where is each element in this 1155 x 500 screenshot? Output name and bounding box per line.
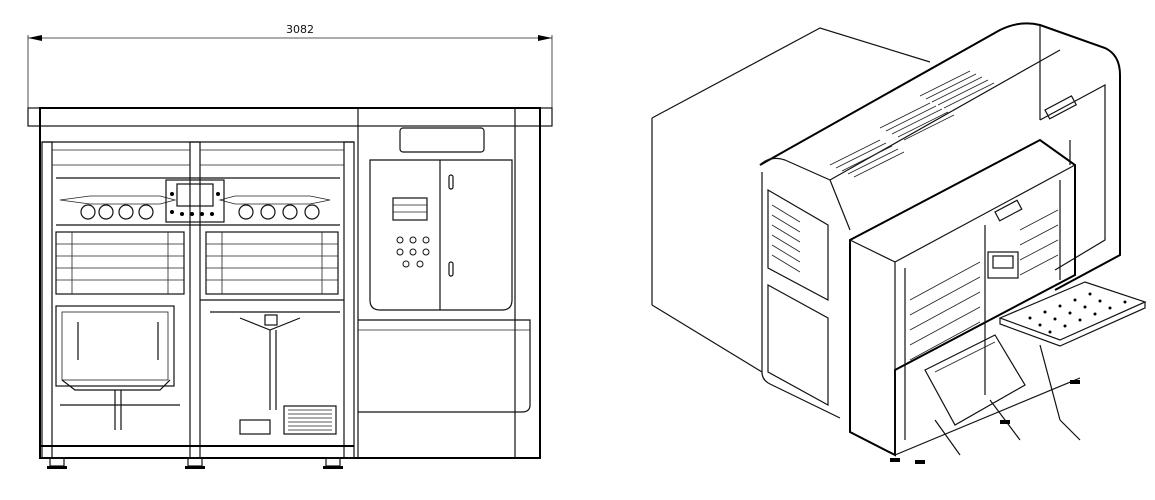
control-cabinet xyxy=(357,108,531,458)
isometric-view xyxy=(651,22,1147,464)
overall-width-dimension: 3082 xyxy=(27,23,553,112)
machine-body xyxy=(759,22,1121,419)
perforated-tray xyxy=(998,281,1147,347)
machine-base xyxy=(40,445,354,469)
front-view: 3082 xyxy=(27,23,553,469)
open-rack xyxy=(849,138,1147,464)
overall-width-value: 3082 xyxy=(286,23,314,36)
upper-control-band xyxy=(56,177,340,226)
lift-mechanism xyxy=(200,299,344,435)
iso-base xyxy=(890,377,1081,464)
tilted-tray-panel xyxy=(924,334,1081,456)
rack-trays xyxy=(909,209,1059,361)
cabinet-buttons xyxy=(396,236,430,268)
top-vents xyxy=(829,70,995,178)
rack-shelves xyxy=(55,231,339,295)
left-tray-assembly xyxy=(55,305,180,430)
rear-enclosure xyxy=(651,27,931,373)
